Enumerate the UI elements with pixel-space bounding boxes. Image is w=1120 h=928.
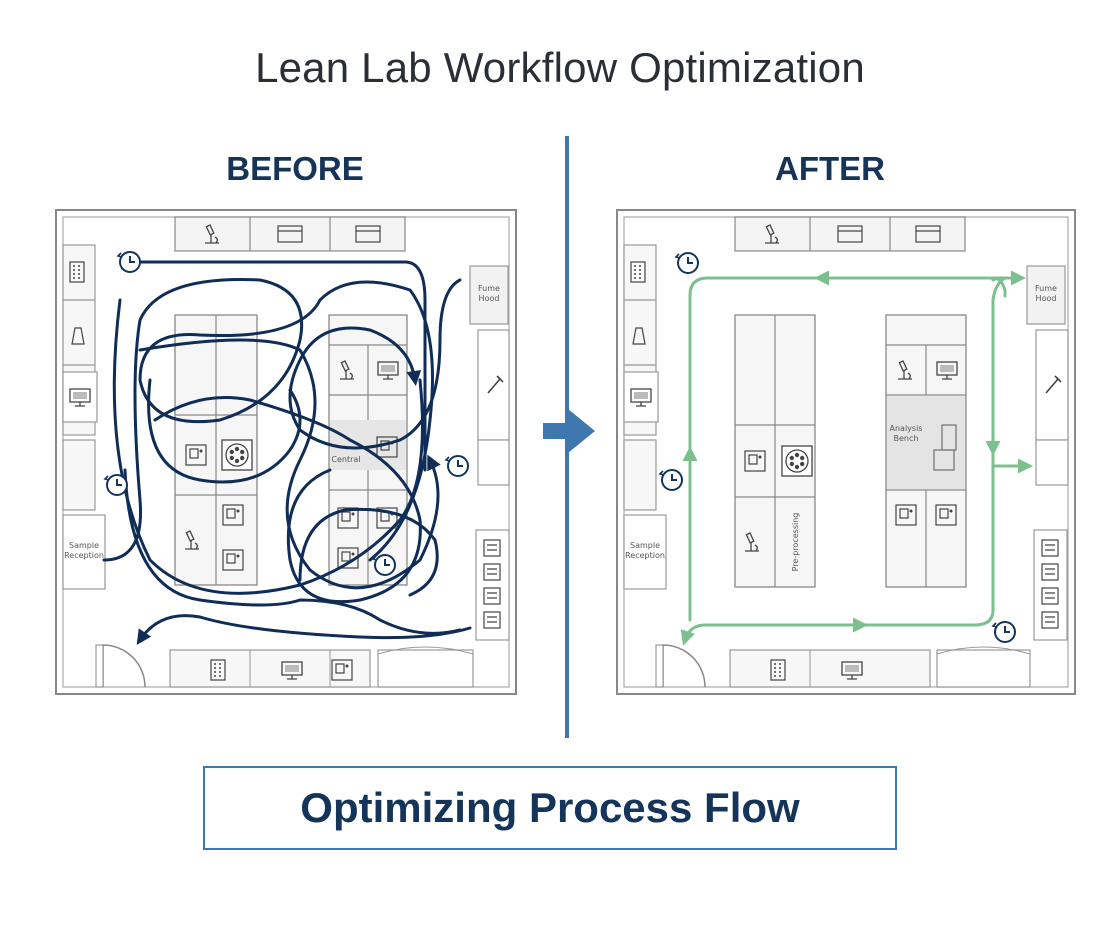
after-fume-hood-label: Fume: [1035, 284, 1057, 293]
after-sample-reception-label: Sample: [630, 541, 660, 550]
before-central-bench-label: Central: [331, 455, 360, 464]
after-floor-plan: Sample Reception Fume Hood Pre-processin…: [616, 209, 1076, 695]
after-pre-processing-label: Pre-processing: [791, 513, 800, 572]
transition-arrow-icon: [543, 409, 595, 453]
before-sample-reception-label: Sample: [69, 541, 99, 550]
after-workflow-path: [680, 270, 1033, 646]
svg-text:Hood: Hood: [479, 294, 500, 303]
svg-text:Bench: Bench: [894, 434, 919, 443]
caption-box: Optimizing Process Flow: [203, 766, 897, 850]
after-label: AFTER: [775, 150, 885, 187]
page-title: Lean Lab Workflow Optimization: [255, 44, 865, 91]
svg-text:Reception: Reception: [64, 551, 104, 560]
before-fume-hood-label: Fume: [478, 284, 500, 293]
before-label: BEFORE: [226, 150, 364, 187]
before-floor-plan: Sample Reception Fume Hood Ce: [55, 209, 517, 695]
after-analysis-bench-label: Analysis: [890, 424, 923, 433]
before-workflow-paths: [102, 254, 472, 645]
svg-text:Hood: Hood: [1036, 294, 1057, 303]
caption-text: Optimizing Process Flow: [300, 784, 800, 831]
svg-text:Reception: Reception: [625, 551, 665, 560]
